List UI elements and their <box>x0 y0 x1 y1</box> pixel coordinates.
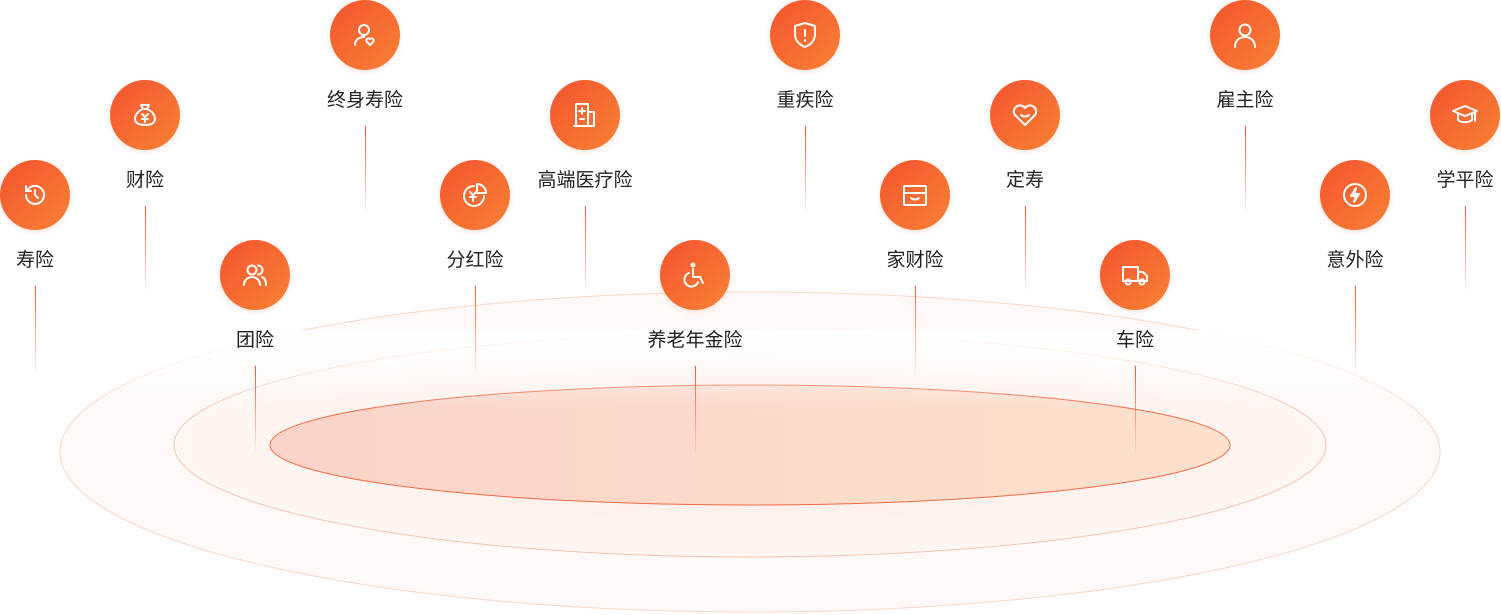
category-label: 家财险 <box>886 249 944 271</box>
user-icon <box>1234 23 1256 48</box>
category-icon-circle[interactable] <box>550 80 620 150</box>
category-node[interactable]: 寿险 <box>0 160 105 374</box>
user-heart-icon <box>354 24 375 46</box>
connector-line <box>694 366 696 454</box>
category-icon-circle[interactable] <box>1320 160 1390 230</box>
shield-alert-icon <box>794 22 816 48</box>
category-node[interactable]: 学平险 <box>1395 80 1501 294</box>
connector-line <box>584 206 586 294</box>
category-label: 分红险 <box>446 249 504 271</box>
connector-line <box>474 286 476 374</box>
category-node[interactable]: 终身寿险 <box>295 0 435 214</box>
category-icon-circle[interactable] <box>770 0 840 70</box>
category-label: 雇主险 <box>1216 89 1274 111</box>
connector-line <box>804 126 806 214</box>
history-icon <box>25 184 45 205</box>
category-node[interactable]: 财险 <box>75 80 215 294</box>
heart-smile-icon <box>1012 104 1038 126</box>
category-label: 团险 <box>235 329 274 351</box>
connector-line <box>1464 206 1466 294</box>
category-label: 重疾险 <box>776 89 834 111</box>
connector-line <box>364 126 366 214</box>
category-node[interactable]: 车险 <box>1065 240 1205 454</box>
category-icon-circle[interactable] <box>1430 80 1500 150</box>
category-label: 学平险 <box>1436 169 1494 191</box>
connector-line <box>254 366 256 454</box>
category-label: 意外险 <box>1326 249 1384 271</box>
category-node[interactable]: 分红险 <box>405 160 545 374</box>
category-node[interactable]: 家财险 <box>845 160 985 374</box>
category-label: 高端医疗险 <box>537 169 633 191</box>
category-icon-circle[interactable] <box>660 240 730 310</box>
category-icon-circle[interactable] <box>990 80 1060 150</box>
graduation-cap-icon <box>1452 105 1478 124</box>
lightning-icon <box>1343 183 1367 207</box>
category-icon-circle[interactable] <box>110 80 180 150</box>
category-node[interactable]: 重疾险 <box>735 0 875 214</box>
category-icon-circle[interactable] <box>330 0 400 70</box>
money-bag-icon <box>134 104 156 126</box>
category-label: 定寿 <box>1005 169 1044 191</box>
category-icon-circle[interactable] <box>0 160 70 230</box>
category-node[interactable]: 雇主险 <box>1175 0 1315 214</box>
category-label: 终身寿险 <box>326 89 403 111</box>
category-node[interactable]: 高端医疗险 <box>515 80 655 294</box>
truck-icon <box>1122 266 1148 286</box>
connector-line <box>1134 366 1136 454</box>
group-icon <box>243 264 267 286</box>
category-node[interactable]: 定寿 <box>955 80 1095 294</box>
connector-line <box>34 286 36 374</box>
category-icon-circle[interactable] <box>1210 0 1280 70</box>
category-node[interactable]: 团险 <box>185 240 325 454</box>
yuan-pie-icon <box>463 183 487 207</box>
category-label: 养老年金险 <box>647 329 743 351</box>
category-icon-circle[interactable] <box>1100 240 1170 310</box>
category-node[interactable]: 意外险 <box>1285 160 1425 374</box>
category-label: 寿险 <box>15 249 54 271</box>
category-label: 车险 <box>1115 329 1154 351</box>
category-icon-circle[interactable] <box>440 160 510 230</box>
category-label: 财险 <box>125 169 164 191</box>
category-icon-circle[interactable] <box>880 160 950 230</box>
connector-line <box>144 206 146 294</box>
connector-line <box>1244 126 1246 214</box>
connector-line <box>1354 286 1356 374</box>
wheelchair-icon <box>683 262 704 288</box>
connector-line <box>1024 206 1026 294</box>
connector-line <box>914 286 916 374</box>
category-icon-circle[interactable] <box>220 240 290 310</box>
archive-box-icon <box>903 185 927 206</box>
category-node[interactable]: 养老年金险 <box>625 240 765 454</box>
hospital-icon <box>573 103 595 127</box>
